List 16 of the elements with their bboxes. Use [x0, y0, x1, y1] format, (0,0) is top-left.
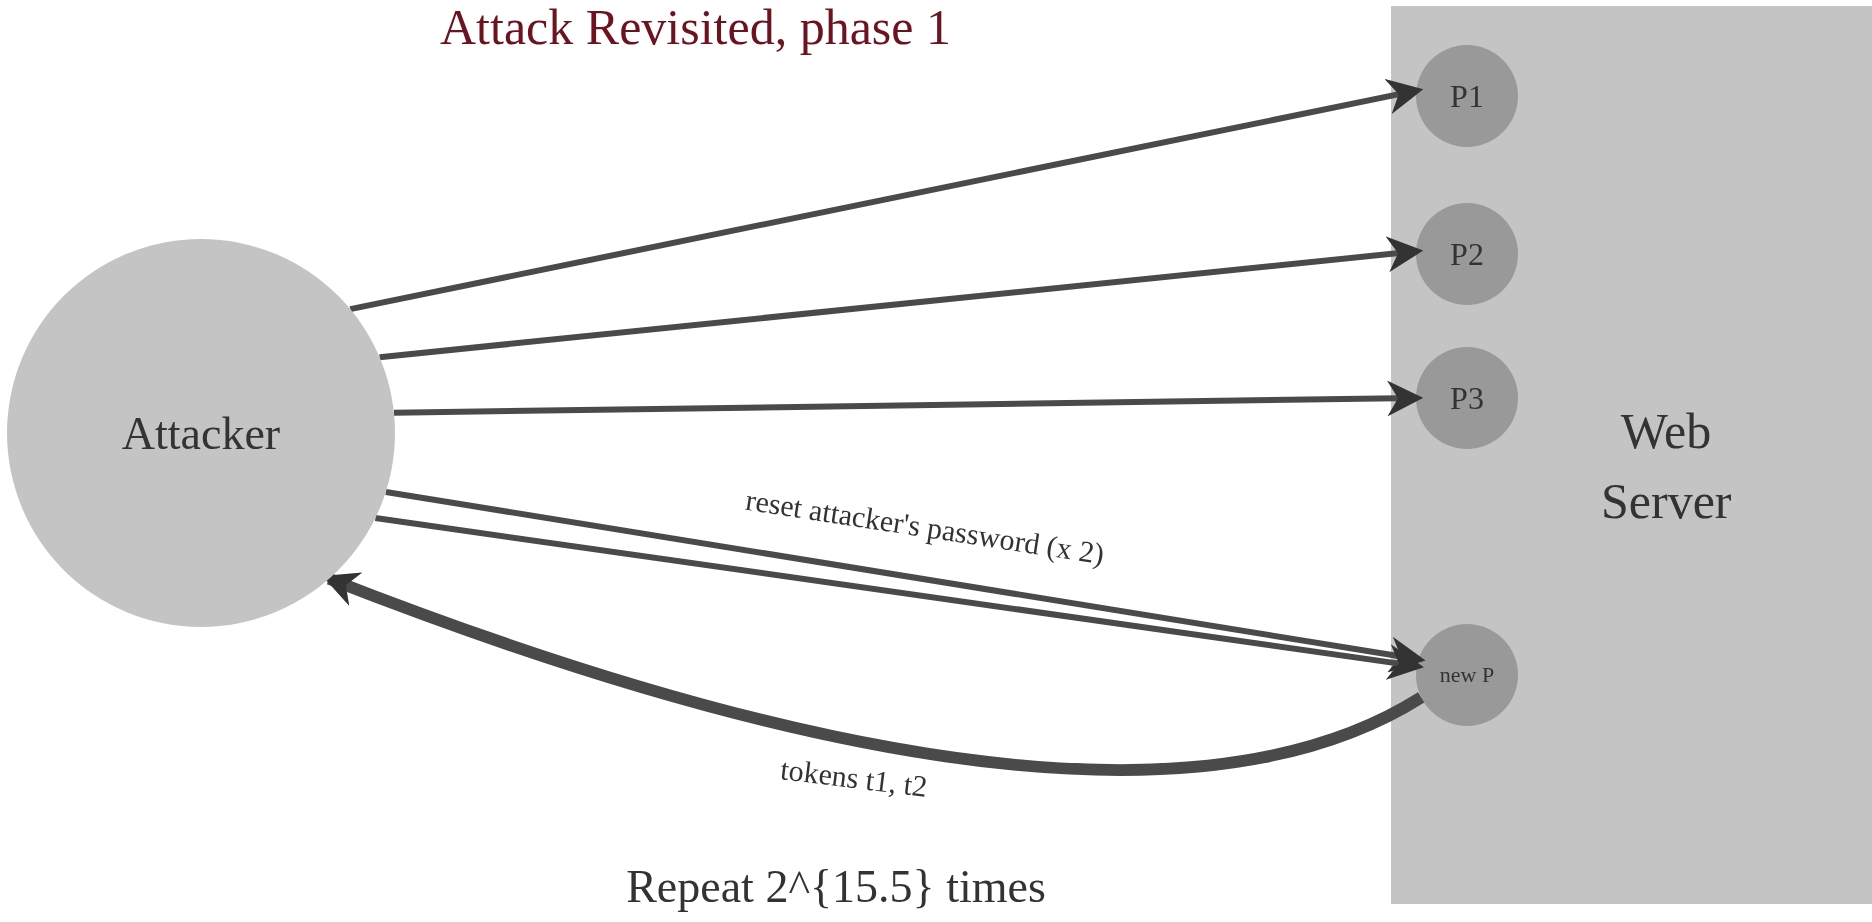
- node-label: P2: [1450, 235, 1484, 273]
- diagram-title: Attack Revisited, phase 1: [439, 0, 952, 55]
- arrow: [393, 380, 1424, 417]
- arrow: [349, 78, 1424, 312]
- node-label: P3: [1450, 379, 1484, 417]
- server-box: [1391, 6, 1872, 904]
- edge-label: reset attacker's password (x 2): [743, 482, 1107, 572]
- arrow: [374, 515, 1424, 680]
- node-label: P1: [1450, 77, 1484, 115]
- arrow: [385, 489, 1426, 673]
- note-text: Repeat 2^{15.5} times: [626, 859, 1046, 913]
- node-label: Attacker: [121, 406, 281, 460]
- arrow: [379, 236, 1424, 361]
- node-label: new P: [1439, 662, 1495, 688]
- node-label: Web Server: [1601, 402, 1731, 531]
- edge-label: tokens t1, t2: [778, 752, 930, 804]
